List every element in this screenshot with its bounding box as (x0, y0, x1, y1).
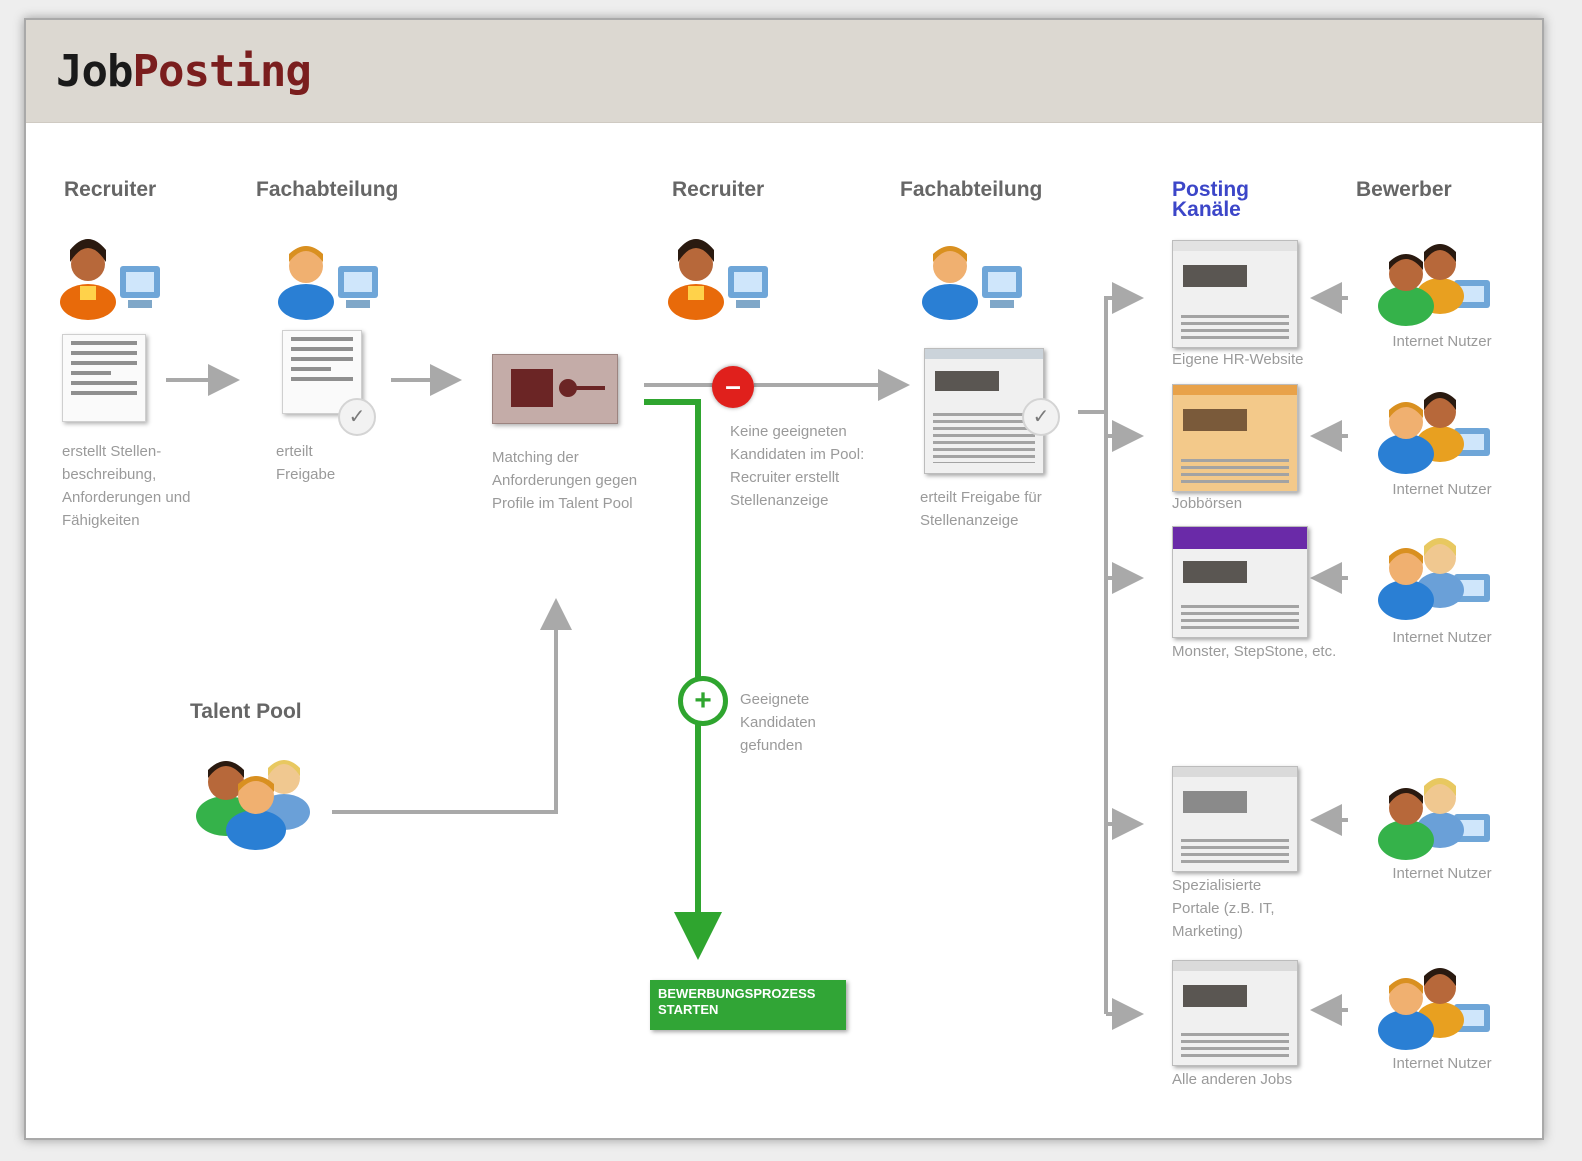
channel-screenshot-5 (1172, 960, 1298, 1066)
channel-label-5: Alle anderen Jobs (1172, 1071, 1293, 1088)
role-department-2: Fachabteilung (900, 178, 1043, 201)
flow-connectors (166, 282, 1348, 1030)
caption-matching: Matching der Anforderungen gegen Profile… (492, 449, 638, 512)
plus-icon: + (678, 676, 728, 726)
male-user-computer-icon (278, 246, 378, 320)
matching-icon (492, 354, 618, 424)
check-icon-2: ✓ (1022, 398, 1060, 436)
caption-department-1: erteilt Freigabe (276, 443, 336, 483)
male-user-computer-icon-2 (922, 246, 1022, 320)
caption-department-2: erteilt Freigabe für Stellenanzeige (920, 489, 1042, 529)
green-flow-line (644, 399, 722, 960)
channel-screenshot-3 (1172, 526, 1308, 638)
role-department-1: Fachabteilung (256, 178, 399, 201)
applicant-label-4: Internet Nutzer (1392, 865, 1492, 882)
channel-label-3: Monster, StepStone, etc. (1172, 643, 1337, 660)
channel-label-4: Spezialisierte Portale (z.B. IT, Marketi… (1172, 877, 1275, 940)
title-job: Job (56, 46, 133, 97)
role-recruiter-1: Recruiter (64, 178, 157, 201)
applicant-label-5: Internet Nutzer (1392, 1055, 1492, 1072)
applicant-label-2: Internet Nutzer (1392, 481, 1492, 498)
applicant-group-icon-3 (1378, 538, 1490, 620)
role-recruiter-2: Recruiter (672, 178, 765, 201)
arrow-talentpool-to-matching (332, 598, 572, 814)
channel-screenshot-2 (1172, 384, 1298, 492)
user-group-icon (196, 760, 310, 850)
channel-screenshot-1 (1172, 240, 1298, 348)
applicant-label-1: Internet Nutzer (1392, 333, 1492, 350)
page-title: JobPosting (56, 46, 312, 97)
role-posting-channels: Posting Kanäle (1172, 178, 1249, 221)
title-posting: Posting (132, 46, 311, 97)
role-applicant: Bewerber (1356, 178, 1452, 201)
applicant-label-3: Internet Nutzer (1392, 629, 1492, 646)
channel-label-1: Eigene HR-Website (1172, 351, 1304, 368)
start-application-box: BEWERBUNGSPROZESS STARTEN (650, 980, 846, 1030)
header-bar: JobPosting (26, 20, 1542, 123)
diagram-frame: JobPosting (24, 18, 1544, 1140)
applicant-group-icon-5 (1378, 968, 1490, 1050)
check-icon: ✓ (338, 398, 376, 436)
caption-candidates-found: Geeignete Kandidaten gefunden (740, 691, 816, 754)
caption-no-candidates: Keine geeigneten Kandidaten im Pool: Rec… (730, 423, 865, 509)
minus-icon: – (712, 366, 754, 408)
female-user-computer-icon-2 (668, 239, 768, 320)
caption-recruiter-1: erstellt Stellen­beschreibung, Anforderu… (62, 443, 191, 529)
applicant-group-icon-4 (1378, 778, 1490, 860)
applicant-group-icon-2 (1378, 392, 1490, 474)
applicant-group-icon-1 (1378, 244, 1490, 326)
channel-screenshot-4 (1172, 766, 1298, 872)
channel-label-2: Jobbörsen (1172, 495, 1243, 512)
document-icon (62, 334, 146, 422)
role-talent-pool: Talent Pool (190, 700, 302, 723)
female-user-computer-icon (60, 239, 160, 320)
